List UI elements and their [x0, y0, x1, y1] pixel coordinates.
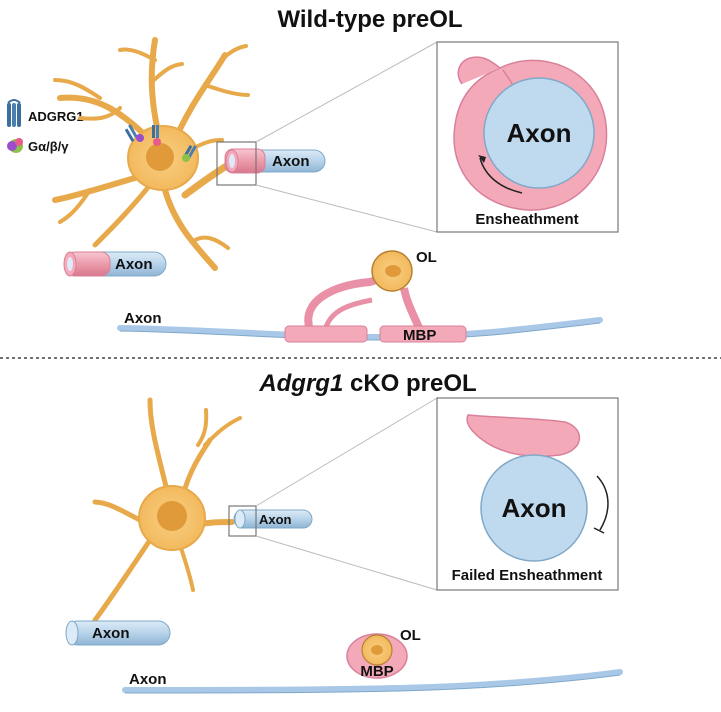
receptor-icon — [182, 144, 197, 162]
top-long-axon-label: Axon — [124, 310, 162, 327]
bottom-lower-axon: Axon — [65, 620, 171, 646]
bottom-ol-with-myelin — [346, 633, 408, 679]
legend: ADGRG1 Gα/β/γ — [7, 99, 84, 154]
top-title: Wild-type preOL — [277, 6, 462, 33]
top-lower-axon-label: Axon — [115, 256, 153, 273]
bottom-long-axon: Axon — [122, 669, 623, 694]
top-mbp-label: MBP — [403, 327, 436, 344]
top-ol-label: OL — [416, 249, 437, 266]
bottom-zoom-axon-label: Axon — [502, 493, 567, 523]
bottom-cell-nucleus — [157, 501, 187, 531]
bottom-mbp-label: MBP — [360, 663, 393, 680]
bottom-lower-axon-label: Axon — [92, 625, 130, 642]
top-ensheathment-illustration: Axon — [453, 56, 608, 211]
receptor-icon — [152, 125, 161, 146]
bottom-title-rest: cKO preOL — [343, 370, 476, 397]
gprotein-legend-icon — [7, 138, 23, 153]
zoom-connector — [255, 535, 438, 591]
legend-receptor-label: ADGRG1 — [28, 109, 84, 124]
top-lower-axon: Axon — [63, 251, 167, 277]
legend-gprotein-label: Gα/β/γ — [28, 139, 69, 154]
top-zoom-caption: Ensheathment — [475, 211, 578, 228]
receptor-legend-icon — [7, 99, 21, 127]
receptor-icon — [124, 124, 144, 143]
top-process-axon: Axon — [224, 148, 326, 174]
bottom-ol-label: OL — [400, 627, 421, 644]
zoom-connector — [255, 397, 438, 507]
top-process-axon-label: Axon — [272, 153, 310, 170]
bottom-failed-ensheathment-illustration: Axon — [466, 414, 609, 562]
bottom-long-axon-label: Axon — [129, 671, 167, 688]
bottom-zoom-caption: Failed Ensheathment — [452, 567, 603, 584]
bottom-zoom-marker — [228, 505, 257, 537]
top-zoom-marker — [216, 141, 257, 186]
bottom-process-axon: Axon — [233, 509, 313, 529]
zoom-connector — [255, 184, 438, 233]
bottom-title-gene: Adgrg1 — [258, 370, 343, 397]
bottom-title: Adgrg1 cKO preOL — [258, 370, 476, 397]
top-mature-ol — [284, 250, 467, 343]
top-cell-nucleus — [146, 143, 174, 171]
zoom-connector — [255, 41, 438, 143]
top-zoom-axon-label: Axon — [507, 118, 572, 148]
bottom-process-axon-label: Axon — [259, 512, 292, 527]
